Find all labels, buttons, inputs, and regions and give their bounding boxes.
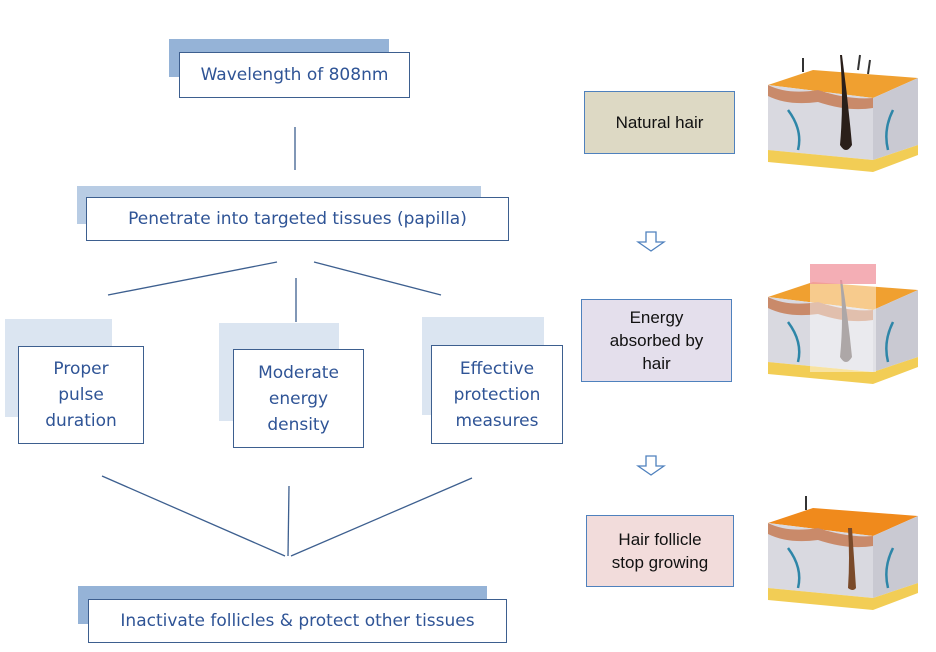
- step-label: absorbed by: [609, 331, 704, 350]
- step-label: Natural hair: [615, 113, 704, 132]
- result-label: Inactivate follicles & protect other tis…: [120, 611, 475, 631]
- wavelength-box: Wavelength of 808nm: [179, 52, 410, 98]
- skin-laser-energy-illustration: [768, 264, 918, 384]
- factor-line: pulse: [58, 385, 104, 405]
- factor-line: Effective: [459, 358, 535, 379]
- step-energy-absorbed: Energy absorbed by hair: [581, 299, 732, 382]
- factor-line: measures: [455, 410, 539, 431]
- step-label: hair: [642, 354, 671, 373]
- wavelength-label: Wavelength of 808nm: [200, 65, 389, 85]
- skin-follicle-stopped-illustration: [768, 496, 918, 610]
- penetrate-box: Penetrate into targeted tissues (papilla…: [86, 197, 509, 241]
- step-label: stop growing: [611, 553, 709, 572]
- connector-left-up: [107, 261, 278, 296]
- skin-natural-hair-illustration: [768, 54, 918, 172]
- factor-line: duration: [45, 411, 117, 431]
- factor-box-protection-measures: Effective protection measures: [431, 345, 563, 444]
- factor-line: energy: [268, 388, 329, 409]
- connector-right-down: [290, 477, 473, 557]
- factor-line: protection: [453, 384, 541, 405]
- connector-left-down: [101, 475, 286, 557]
- step-label: Energy: [629, 308, 684, 327]
- result-box: Inactivate follicles & protect other tis…: [88, 599, 507, 643]
- factor-line: Moderate: [258, 362, 339, 383]
- penetrate-label: Penetrate into targeted tissues (papilla…: [128, 209, 467, 229]
- factor-line: density: [267, 414, 330, 435]
- factor-box-energy-density: Moderate energy density: [233, 349, 364, 448]
- factor-box-pulse-duration: Proper pulse duration: [18, 346, 144, 444]
- step-natural-hair: Natural hair: [584, 91, 735, 154]
- step-follicle-stop: Hair follicle stop growing: [586, 515, 734, 587]
- connector-right-up: [313, 261, 442, 296]
- factor-line: Proper: [53, 359, 109, 379]
- down-arrow-outline-icon: [636, 231, 666, 252]
- step-label: Hair follicle: [618, 530, 702, 549]
- down-arrow-outline-icon: [636, 455, 666, 476]
- connector-mid-down: [287, 485, 290, 557]
